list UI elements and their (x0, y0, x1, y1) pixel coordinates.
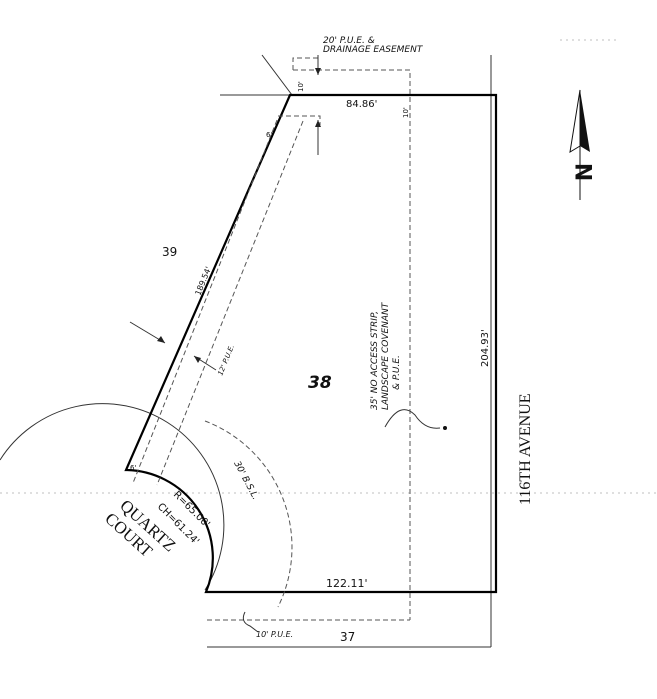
south-line-length: 122.11' (326, 577, 368, 590)
street-labels: 116TH AVENUE QUARTZ COURT (101, 393, 534, 561)
no-access-label-3: & P.U.E. (392, 355, 402, 390)
dimension-labels: 84.86' 189.54' 204.93' 122.11' R=65.00' … (155, 99, 491, 590)
lot-38-boundary (124, 93, 498, 594)
leader-lines (129, 55, 447, 633)
west-line-length: 189.54' (194, 265, 214, 296)
no-access-label-1: 35' NO ACCESS STRIP, (370, 311, 380, 410)
six-ft-top-label: 6' (266, 131, 272, 139)
lot-labels: 38 39 37 (162, 245, 355, 644)
street-116th-avenue: 116TH AVENUE (517, 393, 534, 505)
ten-pue-bottom-label: 10' P.U.E. (256, 630, 293, 639)
pue-drainage-label-1: 20' P.U.E. & (323, 36, 375, 46)
lot-39-number: 39 (162, 245, 177, 259)
no-access-label-2: LANDSCAPE COVENANT (381, 301, 391, 410)
lot-37-number: 37 (340, 630, 355, 644)
pue-drainage-label-2: DRAINAGE EASEMENT (323, 45, 424, 55)
ten-ft-right-label: 10' (402, 107, 410, 118)
east-line-length: 204.93' (480, 329, 491, 367)
six-ft-bottom-label: 6' (130, 464, 136, 472)
lot-38-number: 38 (308, 373, 332, 393)
twelve-pue-label: 12' P.U.E. (216, 344, 236, 377)
ten-ft-top-label: 10' (297, 81, 305, 92)
bsl-label: 30' B.S.L. (231, 460, 260, 502)
north-arrow-icon: N (569, 89, 598, 200)
street-right-of-way (0, 54, 492, 648)
easement-lines (132, 57, 411, 621)
north-arrow-label: N (573, 163, 598, 181)
scan-artifacts (0, 39, 657, 494)
north-line-length: 84.86' (346, 99, 377, 110)
